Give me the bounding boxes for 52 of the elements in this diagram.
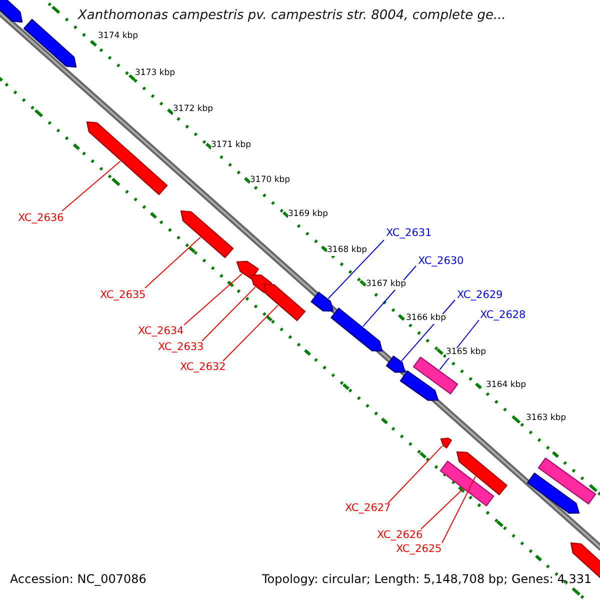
scale-label: 3165 kbp [446, 348, 486, 358]
gene-feature-block [412, 356, 458, 394]
gene-feature-block [456, 451, 508, 496]
gene-feature-block [23, 18, 77, 68]
gene-label: XC_2631 [386, 227, 432, 240]
gene-feature-block [236, 260, 259, 280]
leader-line [144, 236, 201, 288]
info-text: Accession: NC_007086 [10, 573, 146, 587]
gene-feature-block [0, 0, 23, 23]
gene-label: XC_2636 [18, 212, 64, 224]
gene-label: XC_2629 [457, 289, 503, 302]
title: Xanthomonas campestris pv. campestris str. 8004, complete ge... [78, 9, 506, 24]
scale-label: 3164 kbp [486, 381, 526, 391]
gene-feature-block [330, 308, 383, 352]
gene-feature-block [440, 460, 494, 506]
gene-feature-block [86, 121, 168, 196]
leader-line [442, 476, 476, 544]
gene-label: XC_2635 [100, 289, 146, 302]
leader-line [62, 160, 121, 212]
gene-feature-block [400, 370, 439, 401]
gene-label: XC_2628 [480, 309, 526, 322]
gene-label: XC_2632 [180, 361, 226, 374]
scale-label: 3163 kbp [526, 414, 566, 424]
gene-label: XC_2634 [138, 325, 184, 338]
gene-label: XC_2626 [377, 529, 423, 542]
leader-line [222, 304, 278, 362]
leader-line [420, 488, 464, 530]
leader-line [388, 446, 443, 504]
scale-label: 3174 kbp [98, 32, 138, 42]
scale-label: 3170 kbp [250, 176, 290, 186]
scale-label: 3167 kbp [366, 280, 406, 290]
scale-label: 3166 kbp [406, 314, 446, 324]
scale-label: 3169 kbp [288, 210, 328, 220]
leader-line [202, 286, 256, 342]
scale-label: 3172 kbp [173, 105, 214, 115]
gene-label: XC_2630 [418, 255, 464, 268]
gene-feature-block [526, 472, 580, 514]
leader-line [328, 240, 384, 299]
gene-feature-block [180, 210, 234, 258]
gene-feature-block [263, 283, 306, 322]
info-text: Topology: circular; Length: 5,148,708 bp; Genes: 4,331 [262, 573, 592, 587]
scale-label: 3171 kbp [211, 141, 252, 151]
leader-line [184, 273, 243, 326]
gene-feature-block [538, 458, 596, 504]
gene-label: XC_2625 [396, 543, 442, 556]
gene-label: XC_2633 [158, 341, 204, 354]
gene-feature-block [310, 292, 334, 312]
scale-label: 3168 kbp [327, 246, 368, 256]
gene-label: XC_2627 [345, 502, 391, 514]
gene-feature-block [440, 438, 452, 448]
scale-label: 3173 kbp [135, 69, 176, 79]
gene-feature-block [386, 356, 406, 373]
